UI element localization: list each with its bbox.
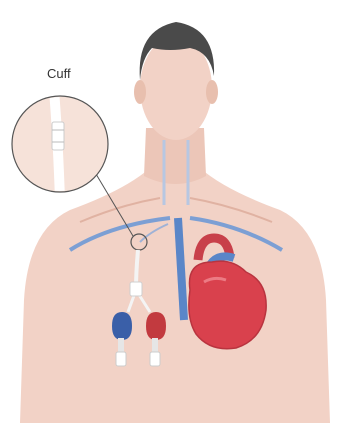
magnifier-circle [12,90,108,200]
cuff-label: Cuff [47,66,71,81]
torso-silhouette [20,168,330,423]
right-ear [206,80,218,104]
left-ear [134,80,146,104]
